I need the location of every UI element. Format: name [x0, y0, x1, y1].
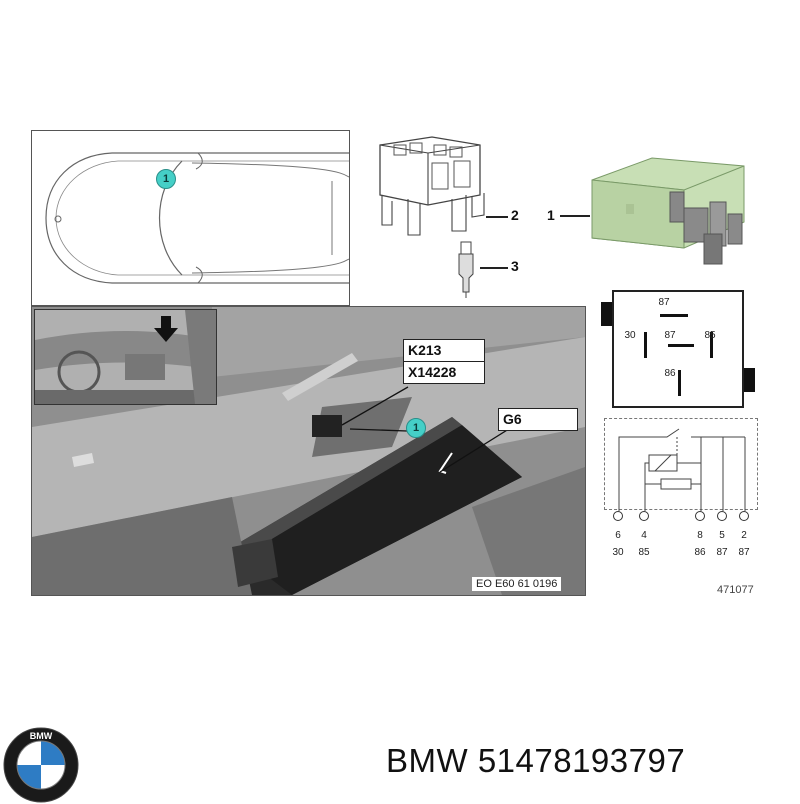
schematic-pin-term-2: 85	[638, 547, 650, 558]
photo-code-label: EO E60 61 0196	[472, 577, 562, 591]
location-marker: 1	[156, 169, 176, 189]
engine-bay-illustration	[32, 307, 585, 595]
relay-pin-face: 87 30 87 85 86	[612, 290, 744, 408]
bmw-logo-icon: BMW	[3, 727, 79, 803]
pin-label-87-top: 87	[658, 297, 670, 308]
schematic-pin-num-5: 2	[741, 530, 747, 541]
part-caption: BMW 51478193797	[386, 742, 686, 779]
pin-85-blade	[710, 332, 713, 358]
pin-label-87-center: 87	[664, 330, 676, 341]
figure-number: 471077	[717, 584, 754, 596]
schematic-pin-term-4: 87	[716, 547, 728, 558]
pin-87-center-blade	[668, 344, 694, 347]
relay-id-label: K213	[403, 339, 485, 362]
arrow-down-icon	[154, 316, 178, 342]
callout-terminal: 3	[511, 258, 519, 274]
dashboard-illustration	[35, 310, 216, 404]
pin-label-85: 85	[704, 330, 716, 341]
schematic-pin-circles-icon	[613, 511, 749, 521]
vehicle-location-panel: 1	[31, 130, 350, 306]
schematic-pin-term-1: 30	[612, 547, 624, 558]
terminal-icon	[458, 241, 474, 298]
schematic-pin-term-5: 87	[738, 547, 750, 558]
pin-label-86: 86	[664, 368, 676, 379]
relay-socket-icon	[379, 136, 485, 236]
installation-photo: 1 K213 X14228 G6 EO E60 61 0196	[31, 306, 586, 596]
schematic-pin-num-2: 4	[641, 530, 647, 541]
car-outline-icon	[45, 152, 349, 284]
socket-leader-line	[486, 216, 508, 218]
pin-label-30: 30	[624, 330, 636, 341]
callout-socket: 2	[511, 207, 519, 223]
relay-leader-line	[560, 215, 590, 217]
pin-86-blade	[678, 370, 681, 396]
pin-30-blade	[644, 332, 647, 358]
interior-inset	[34, 309, 217, 405]
pin-87-top-blade	[660, 314, 688, 317]
svg-text:BMW: BMW	[30, 731, 53, 741]
relay-icon	[591, 157, 745, 265]
schematic-pin-num-1: 6	[615, 530, 621, 541]
callout-relay: 1	[547, 207, 555, 223]
schematic-pin-term-3: 86	[694, 547, 706, 558]
relay-tab-left	[601, 302, 612, 326]
schematic-pin-num-3: 8	[697, 530, 703, 541]
schematic-wiring-icon	[618, 428, 746, 511]
relay-schematic	[604, 418, 758, 511]
terminal-leader-line	[480, 267, 508, 269]
schematic-pin-num-4: 5	[719, 530, 725, 541]
connector-id-label: X14228	[403, 361, 485, 384]
component-id-label: G6	[498, 408, 578, 431]
photo-location-marker: 1	[406, 418, 426, 438]
relay-tab-right	[744, 368, 755, 392]
